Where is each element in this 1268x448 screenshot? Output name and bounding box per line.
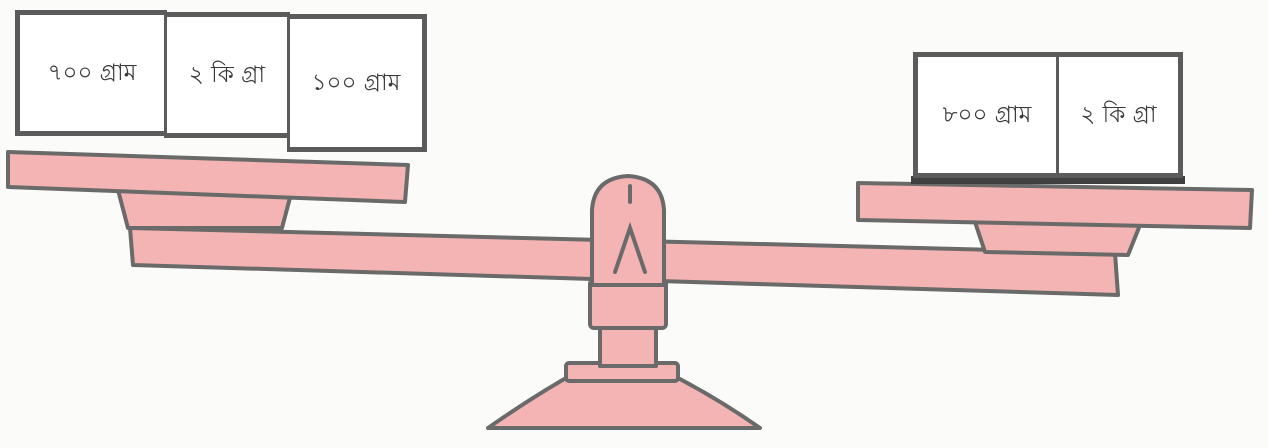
right-weight-label-2: ২ কি গ্রা — [1080, 96, 1156, 135]
left-weight-box-2: ২ কি গ্রা — [164, 12, 290, 138]
scale-collar — [590, 280, 666, 328]
left-weight-box-1: ৭০০ গ্রাম — [15, 10, 167, 136]
left-weight-label-2: ২ কি গ্রা — [189, 56, 265, 95]
left-weight-box-3: ১০০ গ্রাম — [287, 14, 427, 152]
left-pan-plate — [8, 152, 408, 202]
right-weight-label-1: ৮০০ গ্রাম — [943, 96, 1032, 135]
right-pan-plate — [858, 183, 1252, 228]
left-weight-label-1: ৭০০ গ্রাম — [48, 54, 137, 93]
right-weight-box-2: ২ কি গ্রা — [1056, 52, 1183, 178]
left-weight-label-3: ১০০ গ্রাম — [312, 64, 401, 103]
right-weight-box-1: ৮০০ গ্রাম — [913, 52, 1059, 178]
